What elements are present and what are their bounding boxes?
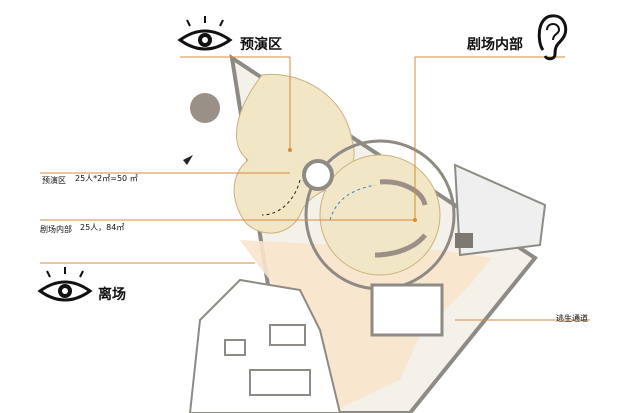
leader-lines — [40, 56, 590, 321]
theater-value: 25人，84㎡ — [80, 223, 125, 232]
seating-arc-lower — [374, 233, 427, 258]
heading-exit: 离场 — [98, 287, 126, 303]
heading-preshow: 预演区 — [240, 37, 282, 53]
lower-room — [370, 283, 444, 337]
eye-icon — [177, 16, 233, 51]
escape-route-label: 逃生通道 — [556, 314, 588, 323]
heading-theater-inside: 剧场内部 — [467, 37, 523, 53]
eye-icon — [37, 267, 93, 302]
preshow-zone — [233, 73, 355, 234]
preshow-value: 25人*2㎡=50 ㎡ — [75, 174, 138, 183]
north-marker — [183, 155, 193, 165]
grey-circle — [190, 93, 220, 123]
theater-marker-dot — [413, 218, 417, 222]
circulation-path — [240, 240, 492, 413]
adjacent-building — [188, 278, 342, 413]
seating-arc-upper — [379, 179, 428, 206]
preshow-marker-dot — [288, 148, 292, 152]
theater-label: 剧场内部 — [40, 225, 72, 234]
ear-icon — [537, 14, 568, 61]
service-block — [455, 233, 473, 248]
side-room — [453, 163, 547, 257]
rotunda — [302, 159, 334, 191]
theater-flow-path — [329, 184, 376, 221]
preshow-label: 预演区 — [42, 176, 66, 185]
